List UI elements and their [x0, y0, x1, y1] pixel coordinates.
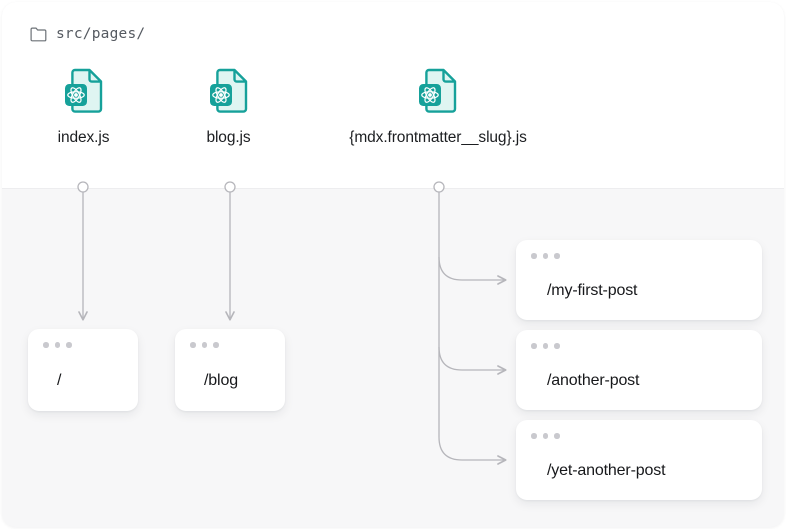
folder-icon: [30, 27, 47, 41]
route-card-root[interactable]: /: [28, 329, 138, 411]
route-label: /my-first-post: [547, 282, 638, 299]
route-card-another-post[interactable]: /another-post: [516, 330, 762, 410]
react-file-icon: [209, 68, 247, 113]
route-label: /another-post: [547, 372, 640, 389]
route-card-yet-another-post[interactable]: /yet-another-post: [516, 420, 762, 500]
window-dots-icon: [531, 433, 560, 439]
route-label: /: [57, 372, 62, 389]
file-name: blog.js: [206, 129, 251, 146]
window-dots-icon: [43, 342, 72, 348]
connector-slug-to-my-first-post: [438, 256, 507, 285]
file-name: {mdx.frontmatter__slug}.js: [349, 129, 527, 146]
file-node-mdx-slug[interactable]: {mdx.frontmatter__slug}.js: [302, 64, 574, 147]
breadcrumb: src/pages/: [30, 24, 145, 44]
react-file-icon: [64, 68, 102, 113]
connector-slug-to-another-post: [438, 346, 507, 375]
react-file-icon: [419, 68, 457, 113]
window-dots-icon: [190, 342, 219, 348]
route-label: /blog: [204, 372, 238, 389]
file-node-index[interactable]: index.js: [2, 64, 165, 147]
route-label: /yet-another-post: [547, 462, 666, 479]
connector-slug-to-yet-another-post: [438, 436, 507, 465]
source-files-panel: src/pages/ index.js: [2, 2, 784, 189]
window-dots-icon: [531, 253, 560, 259]
directory-path: src/pages/: [56, 26, 146, 42]
window-dots-icon: [531, 343, 560, 349]
route-card-blog[interactable]: /blog: [175, 329, 285, 411]
file-name: index.js: [57, 129, 110, 146]
route-card-my-first-post[interactable]: /my-first-post: [516, 240, 762, 320]
file-node-blog[interactable]: blog.js: [147, 64, 310, 147]
